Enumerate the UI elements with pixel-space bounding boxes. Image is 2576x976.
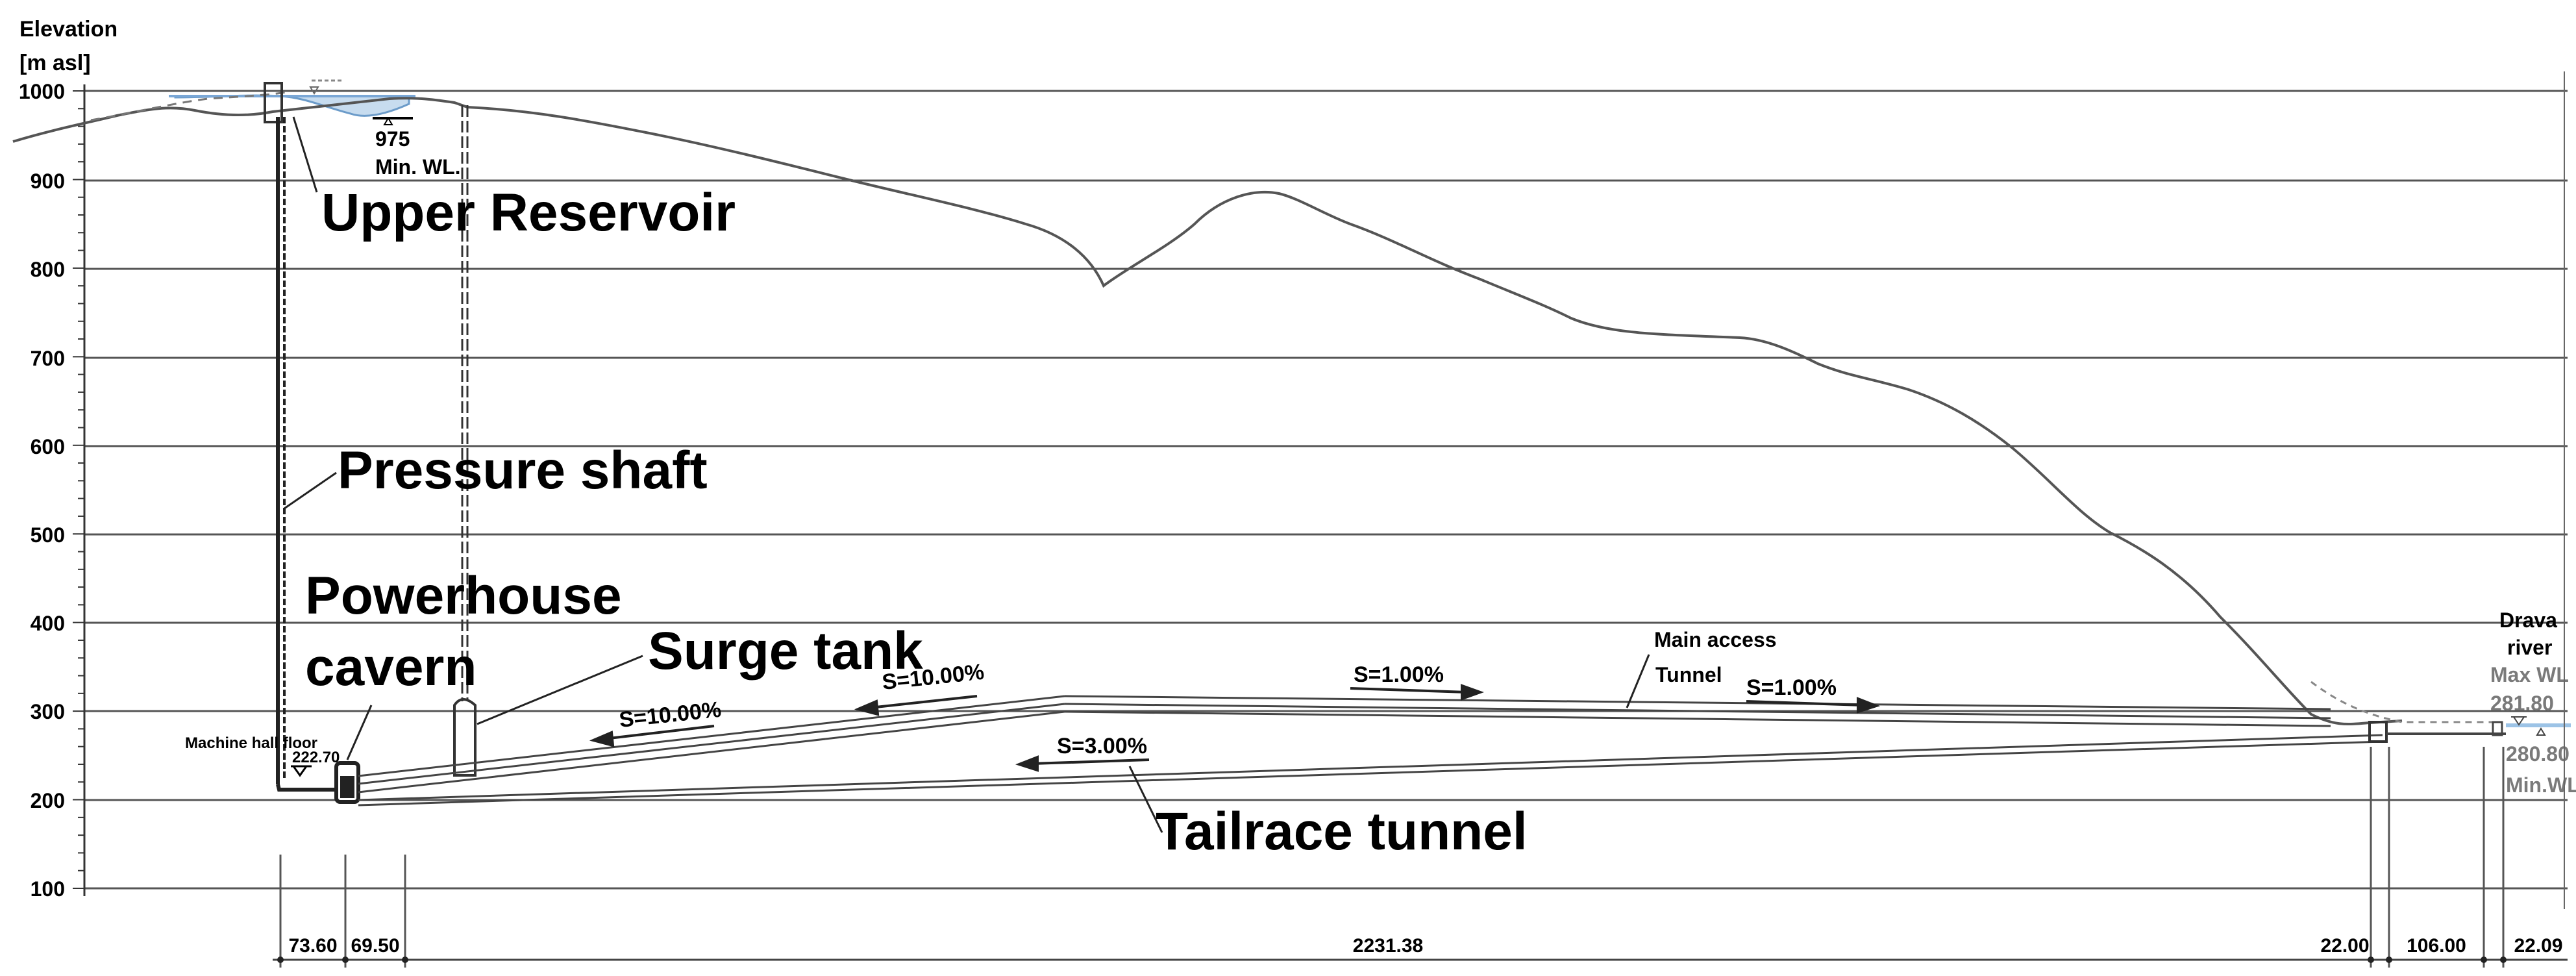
tick-label-400: 400 — [31, 612, 65, 635]
surge-tank-shape — [453, 698, 477, 777]
label-pressure-shaft: Pressure shaft — [338, 441, 708, 500]
slope-label-s3: S=3.00% — [1057, 734, 1147, 758]
dimension-ticks — [277, 957, 2507, 963]
leader-main-access — [1626, 654, 1650, 708]
terrain-profile-dashed — [90, 91, 286, 121]
label-drava-line1: Drava — [2499, 608, 2557, 632]
label-powerhouse-line1: Powerhouse — [305, 566, 622, 625]
drava-outlet — [2492, 721, 2503, 736]
arrow-s1-right-shaft — [1746, 700, 1864, 707]
axis-title-line2: [m asl] — [19, 51, 91, 75]
arrow-s1-right-head — [1857, 697, 1880, 714]
intake-structure — [264, 82, 283, 123]
headrace-lower-line-2 — [358, 703, 1065, 785]
label-upper-min-wl-value: 975 — [375, 127, 410, 151]
arrow-s10-lower-head — [589, 731, 615, 747]
label-upper-min-wl: Min. WL. — [375, 155, 461, 179]
gridlines — [84, 90, 2568, 890]
leader-powerhouse — [346, 705, 373, 760]
dim-tick-3 — [402, 957, 408, 963]
dim-label-5: 106.00 — [2407, 935, 2466, 957]
headrace-flat-line-3 — [1064, 710, 2331, 727]
tick-label-700: 700 — [31, 347, 65, 370]
dim-tick-7 — [2500, 957, 2507, 963]
label-max-wl: Max WL — [2490, 663, 2569, 686]
tick-label-1000: 1000 — [19, 80, 65, 103]
slope-label-s1-right: S=1.00% — [1746, 675, 1837, 700]
dimension-extension-lines — [279, 747, 2505, 968]
arrow-s10-upper-shaft — [869, 695, 978, 709]
axis-title-line1: Elevation — [19, 17, 118, 42]
upper-min-wl-triangle — [383, 117, 393, 125]
drava-min-wl-triangle — [2536, 727, 2546, 736]
slope-arrows — [589, 684, 1880, 772]
dim-tick-4 — [2368, 957, 2374, 963]
tailrace-lower-line — [358, 740, 2383, 807]
machine-hall-triangle — [291, 765, 308, 777]
leader-lines — [284, 116, 1650, 833]
headrace-flat-line-2 — [1064, 703, 2331, 719]
label-main-access-line1: Main access — [1654, 628, 1777, 651]
label-max-wl-value: 281.80 — [2490, 692, 2554, 715]
tick-label-300: 300 — [31, 700, 65, 723]
terrain-profile — [12, 97, 2403, 726]
arrow-s10-lower-shaft — [603, 725, 715, 740]
leader-upper-reservoir — [292, 116, 318, 193]
label-surge-tank: Surge tank — [648, 621, 923, 681]
tick-label-100: 100 — [31, 877, 65, 901]
leader-pressure-shaft — [284, 471, 337, 510]
label-main-access-line2: Tunnel — [1655, 663, 1722, 686]
dim-tick-1 — [277, 957, 284, 963]
label-upper-reservoir: Upper Reservoir — [321, 183, 736, 242]
label-machine-hall-floor: Machine hall floor — [185, 734, 317, 752]
dim-label-2: 69.50 — [351, 935, 399, 957]
leader-tailrace — [1128, 766, 1163, 833]
label-min-wl: Min.WL — [2506, 773, 2576, 797]
dim-tick-2 — [342, 957, 349, 963]
headrace-lower-line-1 — [358, 695, 1065, 777]
tailrace-upper-line — [358, 734, 2383, 801]
dim-label-1: 73.60 — [288, 935, 337, 957]
arrow-s1-left-shaft — [1350, 687, 1468, 694]
tick-label-500: 500 — [31, 523, 65, 547]
arrow-s10-upper-head — [854, 699, 880, 716]
dim-label-4: 22.00 — [2320, 935, 2369, 957]
label-drava-line2: river — [2507, 636, 2552, 659]
arrow-s3-head — [1015, 755, 1039, 772]
tick-label-800: 800 — [31, 258, 65, 281]
label-machine-hall-elev: 222.70 — [292, 749, 340, 766]
tick-label-900: 900 — [31, 169, 65, 193]
pressure-shaft-bend — [276, 784, 338, 792]
dim-label-3: 2231.38 — [1353, 935, 1423, 957]
headrace-flat-line-1 — [1064, 695, 2331, 710]
label-tailrace-tunnel: Tailrace tunnel — [1156, 802, 1528, 861]
dim-tick-6 — [2481, 957, 2487, 963]
dim-label-6: 22.09 — [2514, 935, 2562, 957]
tailrace-tunnel-lines — [358, 734, 2383, 807]
powerhouse-cavern-inner — [340, 776, 354, 798]
y-axis-minor-ticks — [73, 90, 84, 889]
terrain-dashed-lower — [2310, 681, 2493, 723]
intake-top-triangle — [309, 86, 319, 95]
tick-label-600: 600 — [31, 435, 65, 458]
label-powerhouse-line2: cavern — [305, 638, 477, 697]
dim-tick-5 — [2386, 957, 2392, 963]
headrace-tunnel — [358, 695, 2331, 794]
slope-label-s1-left: S=1.00% — [1354, 662, 1444, 687]
tick-label-200: 200 — [31, 789, 65, 812]
outlet-structure — [2368, 721, 2388, 743]
arrow-s1-left-head — [1461, 684, 1484, 701]
headrace-lower-line-3 — [358, 710, 1065, 794]
label-min-wl-value: 280.80 — [2506, 742, 2570, 766]
y-tick-labels: 1000 900 800 700 600 500 400 300 200 100 — [19, 80, 65, 901]
leader-surge-tank — [477, 655, 643, 725]
arrow-s3-shaft — [1032, 758, 1150, 765]
